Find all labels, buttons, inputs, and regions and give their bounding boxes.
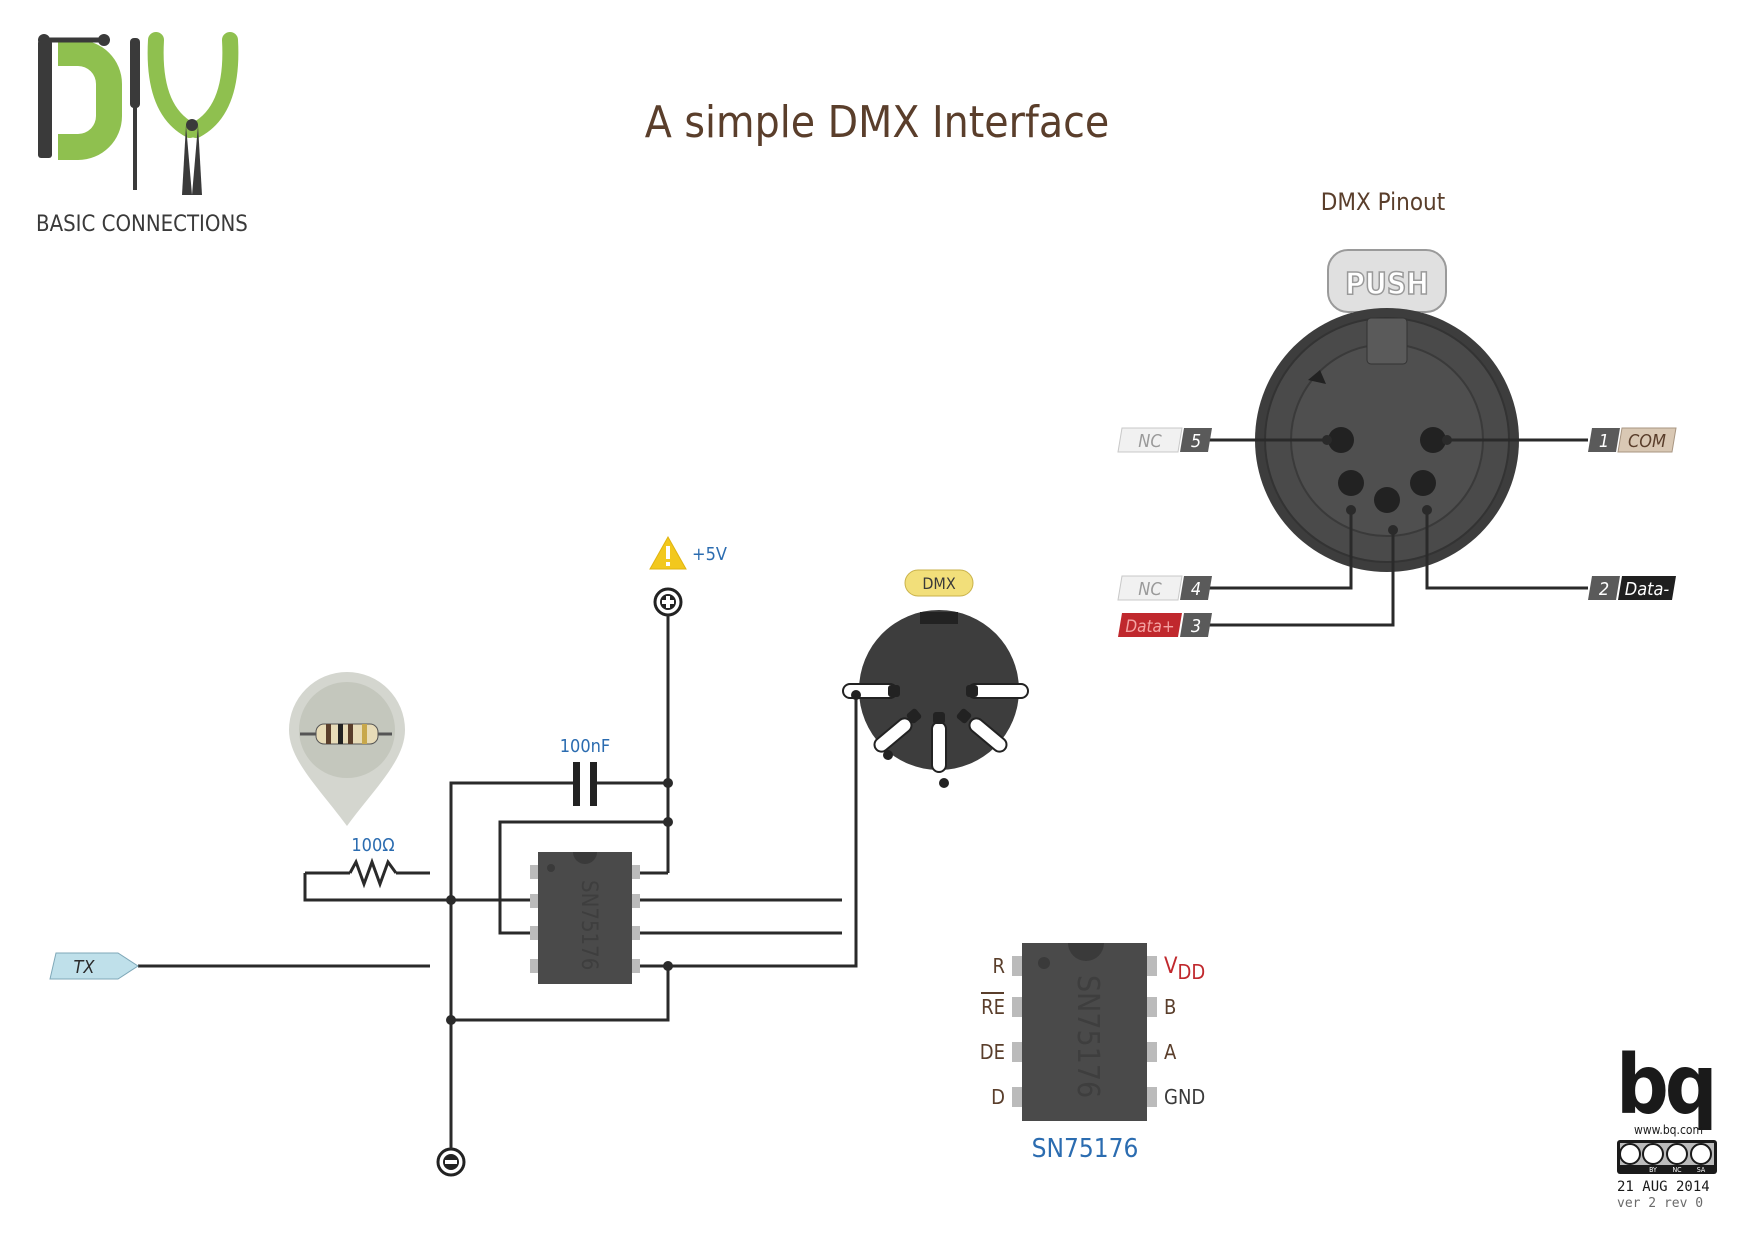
xlr-pin-1 [1420,427,1446,453]
pin-label-1: 1 COM [1588,427,1677,453]
power-label: +5V [692,544,727,565]
page-title: A simple DMX Interface [645,97,1109,148]
capacitor-value: 100nF [560,736,610,757]
schematic-ic-marking: SN75176 [576,880,601,970]
pin-label-5: NC 5 [1117,427,1212,453]
warning-icon [649,535,687,570]
svg-text:NC: NC [1138,579,1162,600]
ic-pin-b: B [1164,995,1176,1019]
svg-text:TX: TX [74,957,96,978]
svg-text:3: 3 [1191,616,1201,637]
svg-text:NC: NC [1138,431,1162,452]
svg-text:4: 4 [1191,579,1201,600]
svg-text:Data+: Data+ [1125,617,1174,637]
ic-pin-r: R [993,954,1006,978]
svg-text:2: 2 [1599,579,1609,600]
xlr-pin-5 [1328,427,1354,453]
xlr-pin-4 [1338,470,1364,496]
resistor-value: 100Ω [351,835,394,856]
svg-text:SA: SA [1697,1166,1706,1174]
xlr-pin-2 [1410,470,1436,496]
svg-text:BY: BY [1649,1166,1657,1174]
ic-pin-gnd: GND [1164,1085,1205,1109]
svg-text:DMX: DMX [922,574,956,593]
capacitor [573,762,597,806]
minus-terminal-icon [436,1147,466,1177]
ic-pin-re: RE [981,995,1005,1019]
schematic-ic: SN75176 [530,852,640,984]
svg-text:5: 5 [1191,431,1201,452]
pin-label-2: 2 Data- [1588,576,1676,600]
dmx-connector: DMX [842,569,1029,788]
xlr-pin-3 [1374,487,1400,513]
svg-text:bq: bq [1616,1038,1714,1133]
ic-pin-d: D [991,1085,1005,1109]
schematic-wires [138,615,858,1149]
cc-license-badge: BY NC SA [1617,1140,1717,1174]
diy-logo: BASIC CONNECTIONS [36,32,248,237]
xlr-connector: PUSH [1255,249,1519,572]
logo-subtitle: BASIC CONNECTIONS [36,212,248,237]
tx-label: TX [49,952,139,980]
resistor-callout-icon [289,672,405,826]
pin-label-4: NC 4 [1117,575,1212,601]
svg-text:Data-: Data- [1625,579,1670,600]
footer-version: ver 2 rev 0 [1617,1196,1703,1211]
ic-pin-vdd: VDD [1164,954,1205,984]
plus-terminal-icon [653,587,683,617]
ic-pin-a: A [1164,1040,1177,1064]
bq-logo: bq [1616,1038,1718,1133]
footer-date: 21 AUG 2014 [1617,1179,1710,1195]
svg-text:COM: COM [1628,431,1666,452]
svg-text:NC: NC [1672,1166,1682,1174]
ic-pinout: SN75176 R RE DE D VDD B A GND SN75176 [980,943,1205,1164]
pin-label-3: Data+ 3 [1118,613,1212,637]
ic-pin-de: DE [980,1040,1005,1064]
ic-chip-marking: SN75176 [1070,975,1105,1098]
ic-name: SN75176 [1032,1134,1139,1164]
push-label: PUSH [1345,267,1429,302]
pinout-title: DMX Pinout [1321,188,1445,216]
resistor [348,857,398,889]
bq-url: www.bq.com [1634,1123,1703,1137]
svg-text:1: 1 [1599,431,1609,452]
pinout-wires [1185,438,1588,627]
